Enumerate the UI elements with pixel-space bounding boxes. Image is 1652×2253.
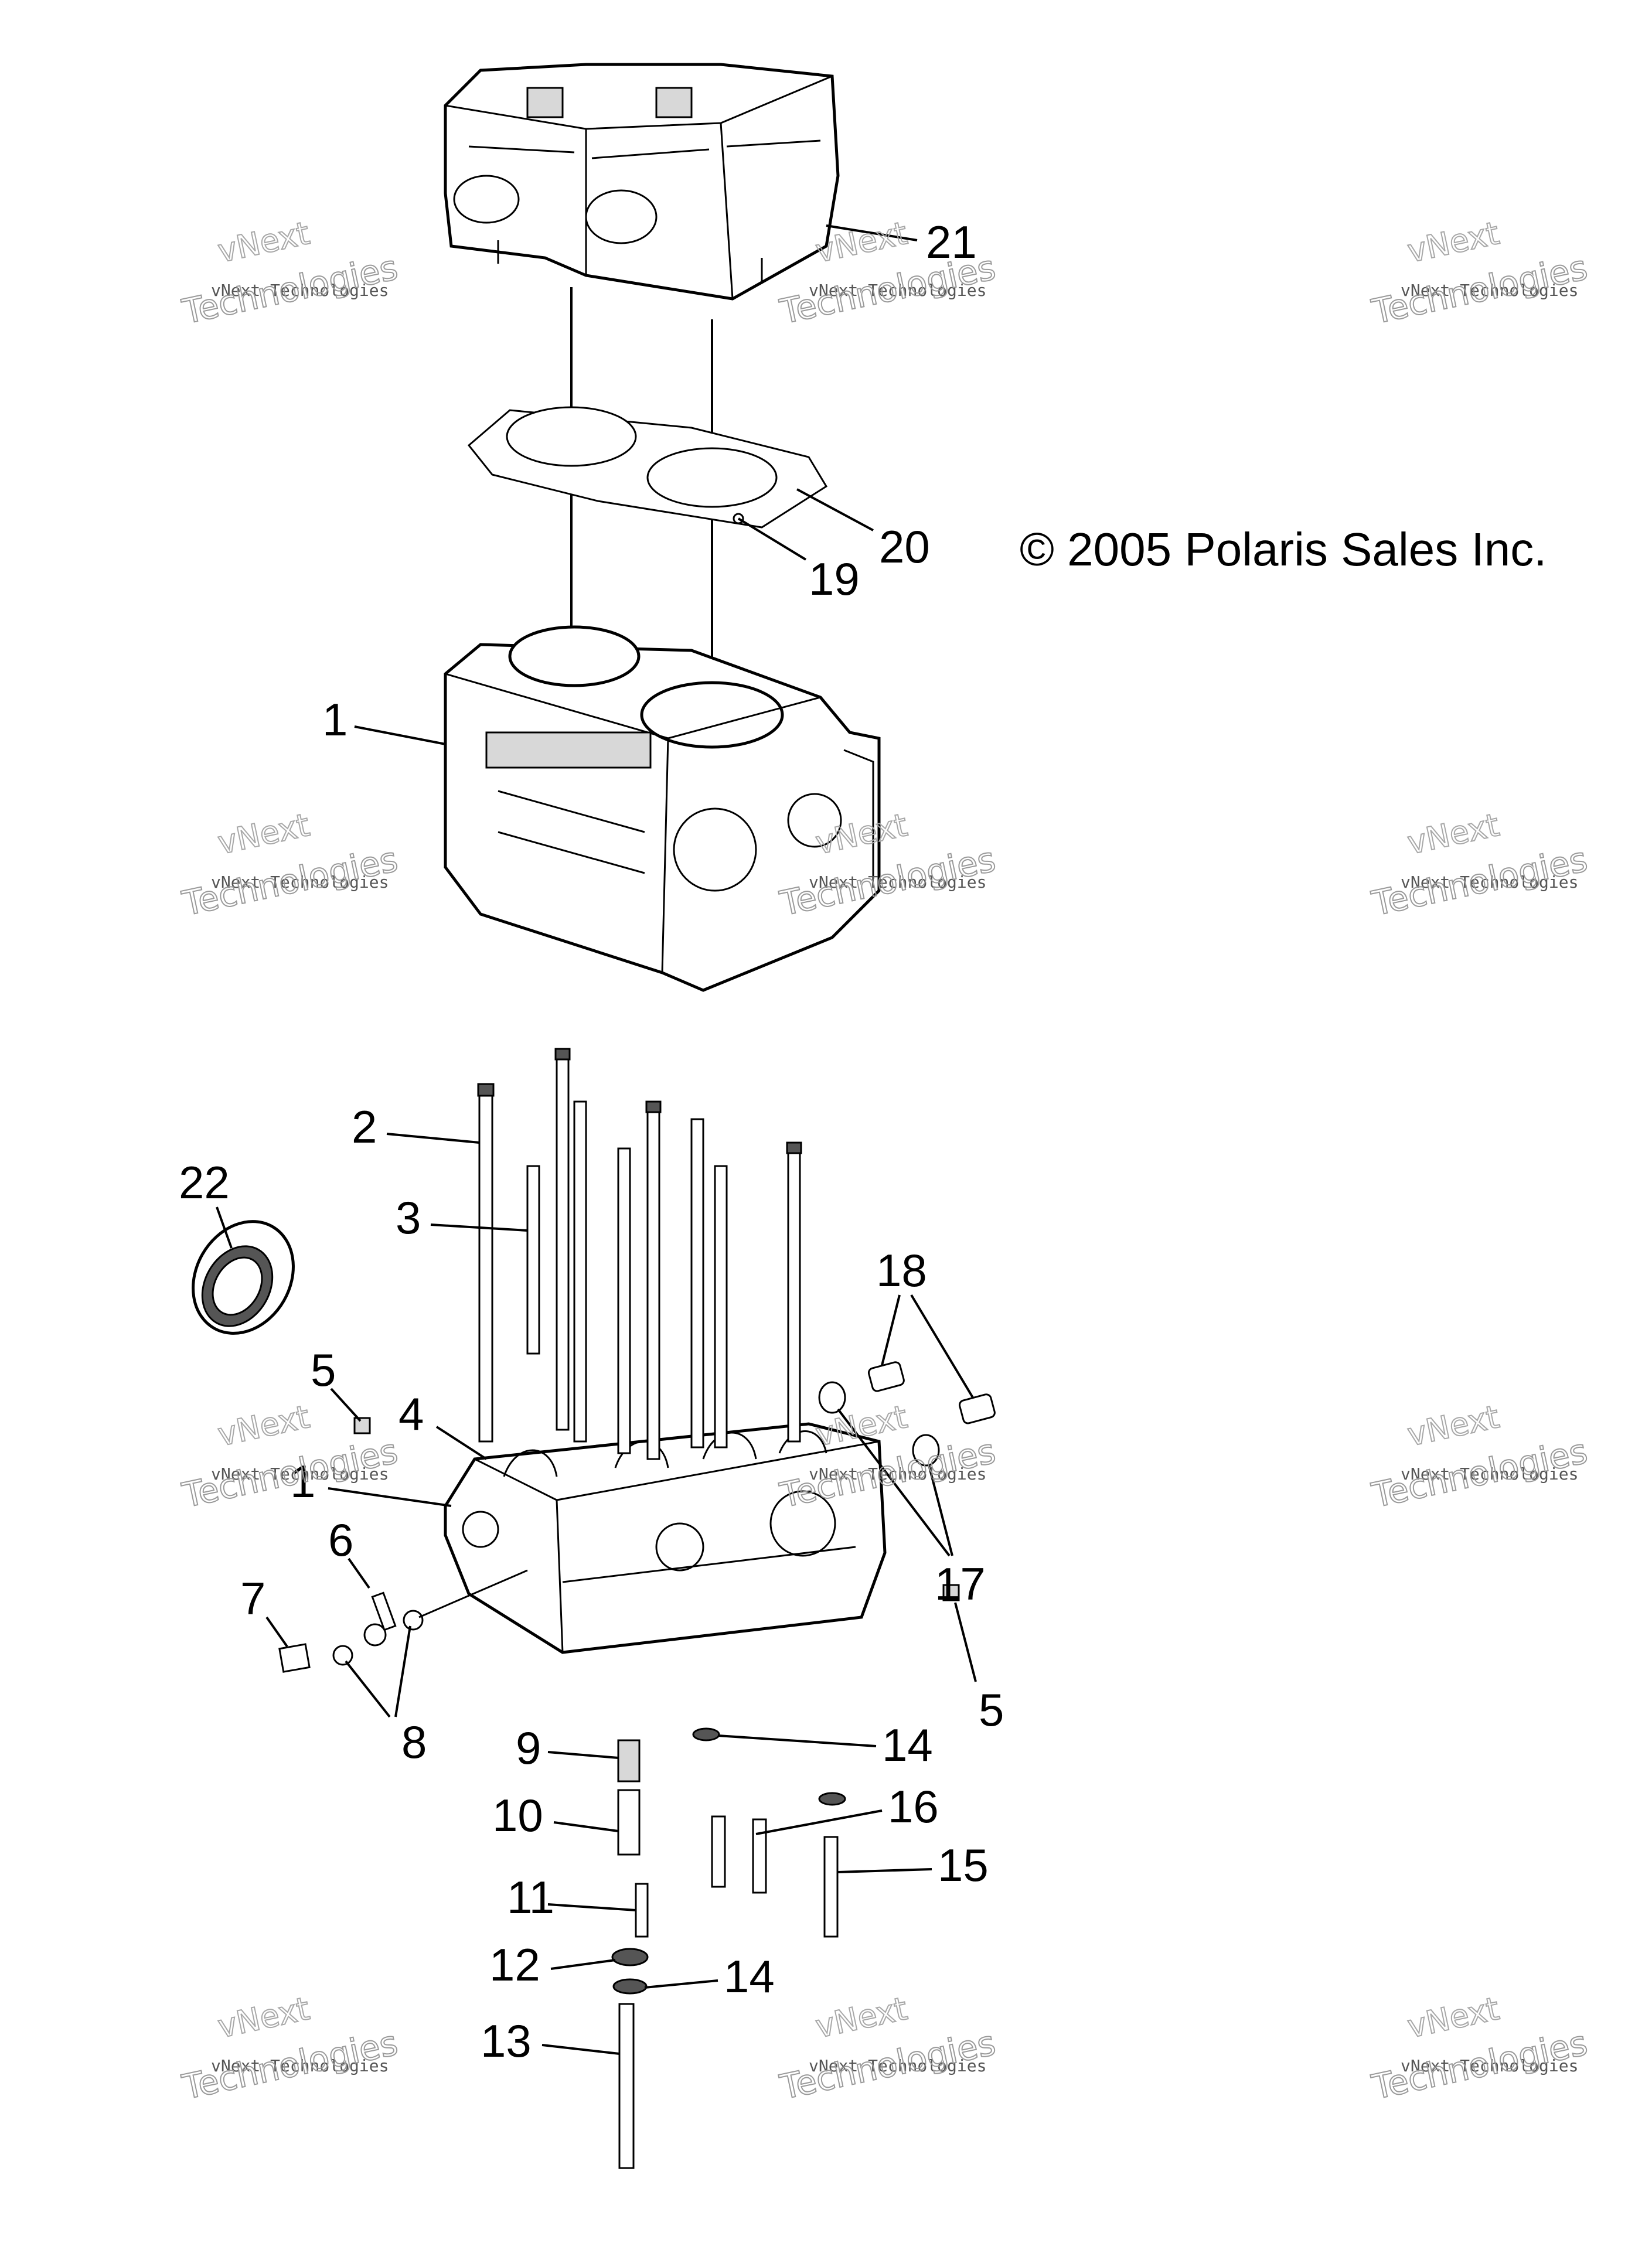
svg-text:Technologies: Technologies (776, 247, 999, 332)
svg-text:Technologies: Technologies (179, 247, 401, 332)
callout-7: 7 (240, 1573, 265, 1624)
callout-5-left: 5 (311, 1344, 336, 1396)
watermarks: vNext vNext Technologies Technologies vN… (178, 214, 1592, 2108)
svg-text:vNext Technologies: vNext Technologies (1401, 2056, 1578, 2075)
callout-labels: 21 20 19 1 2 3 22 18 5 4 1 6 7 8 17 5 9 … (179, 216, 1004, 2067)
callout-21: 21 (926, 216, 977, 268)
callout-9: 9 (516, 1722, 541, 1774)
svg-text:Technologies: Technologies (1368, 2023, 1591, 2107)
callout-2: 2 (352, 1101, 377, 1153)
lower-parts (611, 1727, 846, 2169)
svg-text:vNext: vNext (1404, 214, 1502, 270)
callout-6: 6 (328, 1514, 353, 1566)
studs (477, 1048, 802, 1460)
watermark: vNext vNext Technologies Technologies (1368, 1989, 1592, 2108)
watermark: vNext vNext Technologies Technologies (178, 806, 402, 924)
callout-20: 20 (879, 521, 930, 572)
svg-text:vNext Technologies: vNext Technologies (1401, 1464, 1578, 1484)
svg-text:vNext: vNext (1404, 1398, 1502, 1453)
svg-text:Technologies: Technologies (1368, 1431, 1591, 1515)
callout-10: 10 (492, 1790, 543, 1841)
copyright-notice: © 2005 Polaris Sales Inc. (1020, 523, 1547, 575)
callout-22: 22 (179, 1157, 230, 1208)
svg-text:Technologies: Technologies (776, 2023, 999, 2107)
watermark: vNext vNext Technologies Technologies (1368, 806, 1592, 924)
head-gasket (467, 406, 828, 529)
callout-1-upper: 1 (322, 694, 348, 745)
callout-8: 8 (401, 1716, 427, 1768)
callout-14-upper: 14 (882, 1719, 933, 1771)
svg-text:vNext: vNext (1404, 1990, 1502, 2045)
callout-11: 11 (507, 1872, 554, 1923)
callout-12: 12 (489, 1939, 540, 1990)
svg-text:vNext: vNext (214, 806, 312, 861)
svg-text:vNext Technologies: vNext Technologies (211, 2056, 389, 2075)
svg-text:Technologies: Technologies (179, 2023, 401, 2107)
svg-text:vNext Technologies: vNext Technologies (809, 872, 986, 892)
svg-text:vNext Technologies: vNext Technologies (809, 281, 986, 300)
svg-text:vNext: vNext (214, 1398, 312, 1453)
leader-lines (216, 224, 977, 2055)
callout-18: 18 (876, 1245, 927, 1296)
svg-text:vNext Technologies: vNext Technologies (1401, 872, 1578, 892)
svg-text:vNext Technologies: vNext Technologies (1401, 281, 1578, 300)
watermark: vNext vNext Technologies Technologies (1368, 214, 1592, 332)
callout-3: 3 (396, 1192, 421, 1243)
callout-16: 16 (888, 1781, 939, 1832)
svg-text:Technologies: Technologies (1368, 839, 1591, 923)
callout-17: 17 (935, 1558, 986, 1610)
callout-14-lower: 14 (724, 1951, 775, 2002)
svg-text:vNext Technologies: vNext Technologies (211, 1464, 389, 1484)
watermark: vNext vNext Technologies Technologies (178, 214, 402, 332)
svg-text:Technologies: Technologies (1368, 247, 1591, 332)
cylinder-head (444, 63, 840, 301)
watermark: vNext vNext Technologies Technologies (776, 1989, 1000, 2108)
svg-text:vNext: vNext (812, 1990, 910, 2045)
svg-text:vNext Technologies: vNext Technologies (211, 872, 389, 892)
svg-text:vNext Technologies: vNext Technologies (809, 2056, 986, 2075)
watermark: vNext vNext Technologies Technologies (178, 1989, 402, 2108)
small-hardware (278, 1417, 960, 1673)
callout-15: 15 (938, 1839, 989, 1891)
svg-text:vNext Technologies: vNext Technologies (211, 281, 389, 300)
cylinder-block (444, 625, 881, 992)
seal-ring (192, 1220, 295, 1335)
fittings (818, 1361, 996, 1467)
callout-5-right: 5 (979, 1684, 1004, 1736)
callout-1-lower: 1 (290, 1456, 315, 1507)
watermark: vNext vNext Technologies Technologies (1368, 1398, 1592, 1516)
svg-text:Technologies: Technologies (179, 839, 401, 923)
svg-text:vNext: vNext (214, 214, 312, 270)
callout-13: 13 (481, 2015, 532, 2067)
callout-19: 19 (809, 553, 860, 605)
svg-text:vNext Technologies: vNext Technologies (809, 1464, 986, 1484)
crankcase-assembly (444, 1422, 887, 1654)
svg-text:vNext: vNext (1404, 806, 1502, 861)
callout-4: 4 (398, 1388, 424, 1440)
svg-text:vNext: vNext (214, 1990, 312, 2045)
